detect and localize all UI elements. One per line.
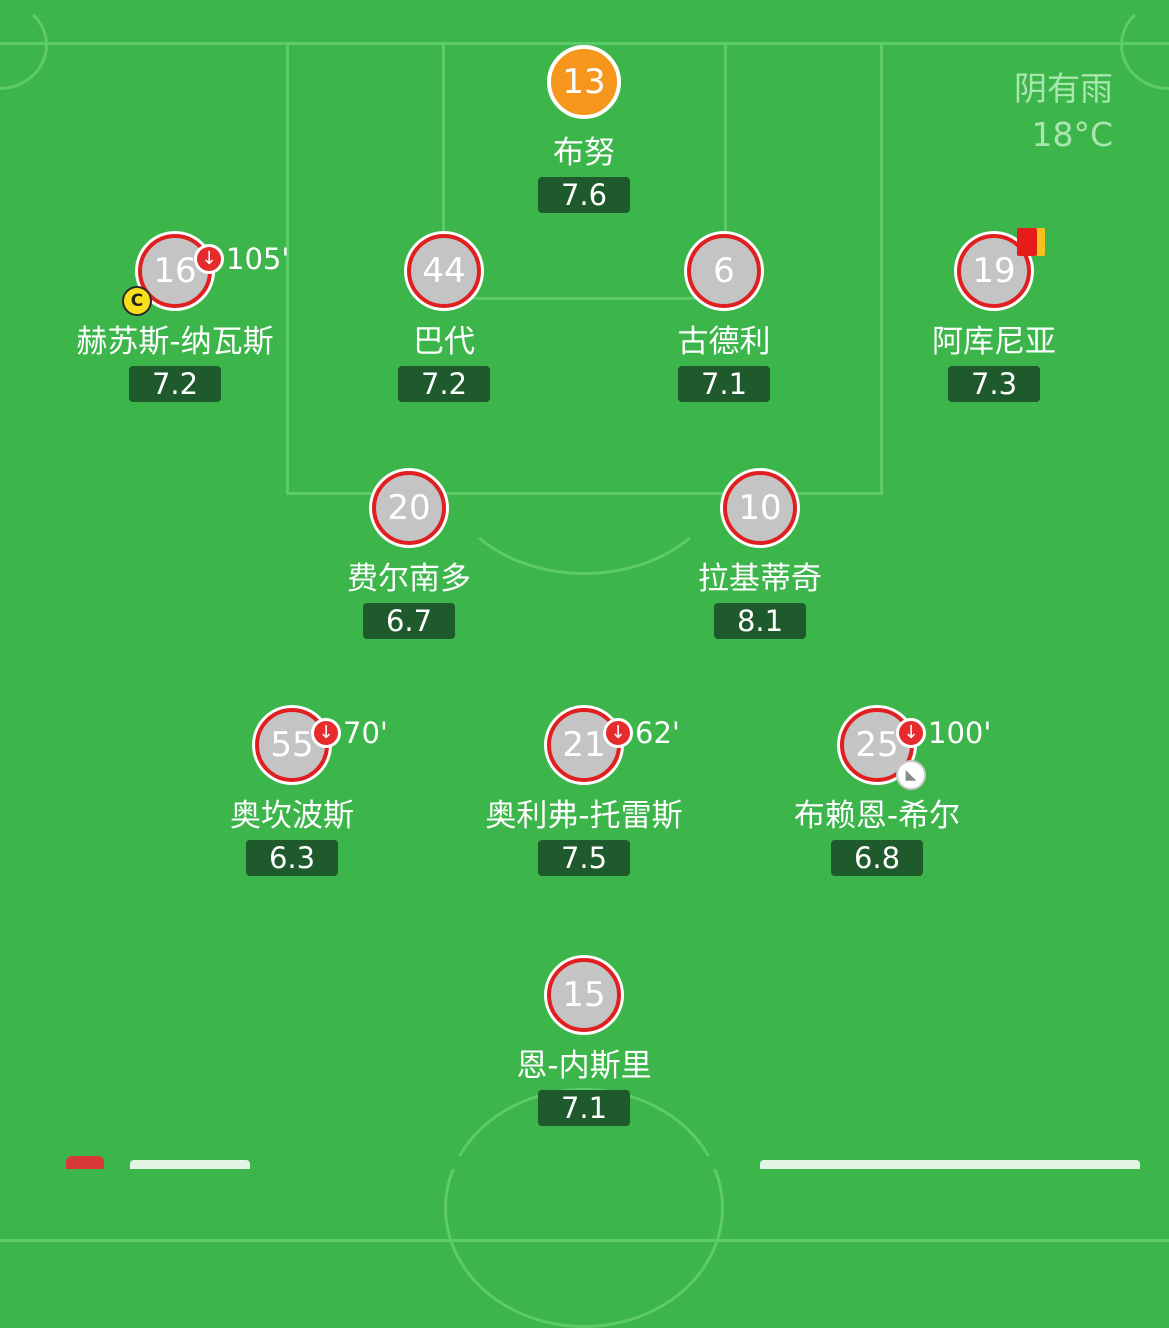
player-number: 25	[855, 725, 899, 765]
player-card[interactable]: 10 拉基蒂奇 8.1	[630, 471, 890, 639]
player-number: 16	[153, 251, 197, 291]
boot-icon: ◣	[896, 760, 926, 790]
weather-condition: 阴有雨	[1014, 69, 1113, 108]
penalty-arc	[442, 360, 727, 575]
player-number: 21	[562, 725, 606, 765]
substitution-info: ↓100'	[896, 698, 991, 766]
player-number-badge: 20	[372, 471, 446, 545]
player-rating: 7.5	[538, 840, 630, 876]
player-number-badge: 10	[723, 471, 797, 545]
player-number-badge: 15	[547, 958, 621, 1032]
sub-off-arrow-icon: ↓	[311, 717, 341, 748]
player-number-badge: 25 ↓100' ◣	[840, 708, 991, 790]
substitution-info: ↓105'	[194, 224, 289, 292]
weather-info: 阴有雨 18°C	[1014, 66, 1113, 158]
footer-text-fragment	[130, 1160, 250, 1169]
footer-strip	[0, 1156, 1169, 1169]
player-name: 奥坎波斯	[230, 798, 354, 834]
player-rating: 7.2	[398, 366, 490, 402]
player-number-badge: 55 ↓70'	[255, 708, 388, 782]
player-name: 奥利弗-托雷斯	[485, 798, 683, 834]
player-card[interactable]: 15 恩-内斯里 7.1	[454, 958, 714, 1126]
player-card[interactable]: 21 ↓62' 奥利弗-托雷斯 7.5	[454, 708, 714, 876]
player-card[interactable]: 44 巴代 7.2	[314, 234, 574, 402]
player-card[interactable]: 25 ↓100' ◣ 布赖恩-希尔 6.8	[747, 708, 1007, 876]
second-yellow-card-icon	[1017, 228, 1047, 256]
player-number-badge: 21 ↓62'	[547, 708, 680, 782]
player-name: 巴代	[413, 324, 475, 360]
player-card[interactable]: 16 ↓105' C 赫苏斯-纳瓦斯 7.2	[45, 234, 305, 402]
substitution-info: ↓62'	[603, 698, 680, 766]
player-name: 布努	[553, 135, 615, 171]
substitution-time: 62'	[635, 715, 680, 750]
player-goalkeeper[interactable]: 13 布努 7.6	[454, 45, 714, 213]
player-number-badge: 19	[957, 228, 1045, 308]
team-logo-icon	[66, 1156, 104, 1169]
sub-off-arrow-icon: ↓	[896, 717, 926, 748]
player-number: 19	[972, 251, 1016, 291]
player-number-badge: 13	[547, 45, 621, 119]
substitution-time: 70'	[343, 715, 388, 750]
weather-temperature: 18°C	[1031, 115, 1113, 154]
captain-badge-icon: C	[122, 286, 152, 316]
player-rating: 7.2	[129, 366, 221, 402]
player-name: 费尔南多	[347, 561, 471, 597]
player-rating: 6.3	[246, 840, 338, 876]
substitution-time: 105'	[226, 241, 290, 276]
substitution-time: 100'	[928, 715, 992, 750]
player-number: 55	[270, 725, 314, 765]
player-rating: 6.8	[831, 840, 923, 876]
player-rating: 7.1	[538, 1090, 630, 1126]
player-name: 古德利	[677, 324, 771, 360]
footer-text-fragment	[760, 1160, 1140, 1169]
player-rating: 7.1	[678, 366, 770, 402]
player-rating: 6.7	[363, 603, 455, 639]
player-number-badge: 16 ↓105' C	[122, 234, 289, 316]
goal-area	[442, 42, 727, 300]
player-rating: 8.1	[714, 603, 806, 639]
player-name: 布赖恩-希尔	[793, 798, 961, 834]
player-name: 赫苏斯-纳瓦斯	[76, 324, 274, 360]
player-card[interactable]: 19 阿库尼亚 7.3	[864, 228, 1124, 402]
substitution-info: ↓70'	[311, 698, 388, 766]
player-rating: 7.3	[948, 366, 1040, 402]
player-card[interactable]: 20 费尔南多 6.7	[279, 471, 539, 639]
player-name: 恩-内斯里	[516, 1048, 652, 1084]
player-name: 阿库尼亚	[932, 324, 1056, 360]
player-name: 拉基蒂奇	[698, 561, 822, 597]
player-card[interactable]: 55 ↓70' 奥坎波斯 6.3	[162, 708, 422, 876]
player-number-badge: 6	[687, 234, 761, 308]
sub-off-arrow-icon: ↓	[603, 717, 633, 748]
player-card[interactable]: 6 古德利 7.1	[594, 234, 854, 402]
player-number-badge: 44	[407, 234, 481, 308]
sub-off-arrow-icon: ↓	[194, 243, 224, 274]
player-rating: 7.6	[538, 177, 630, 213]
